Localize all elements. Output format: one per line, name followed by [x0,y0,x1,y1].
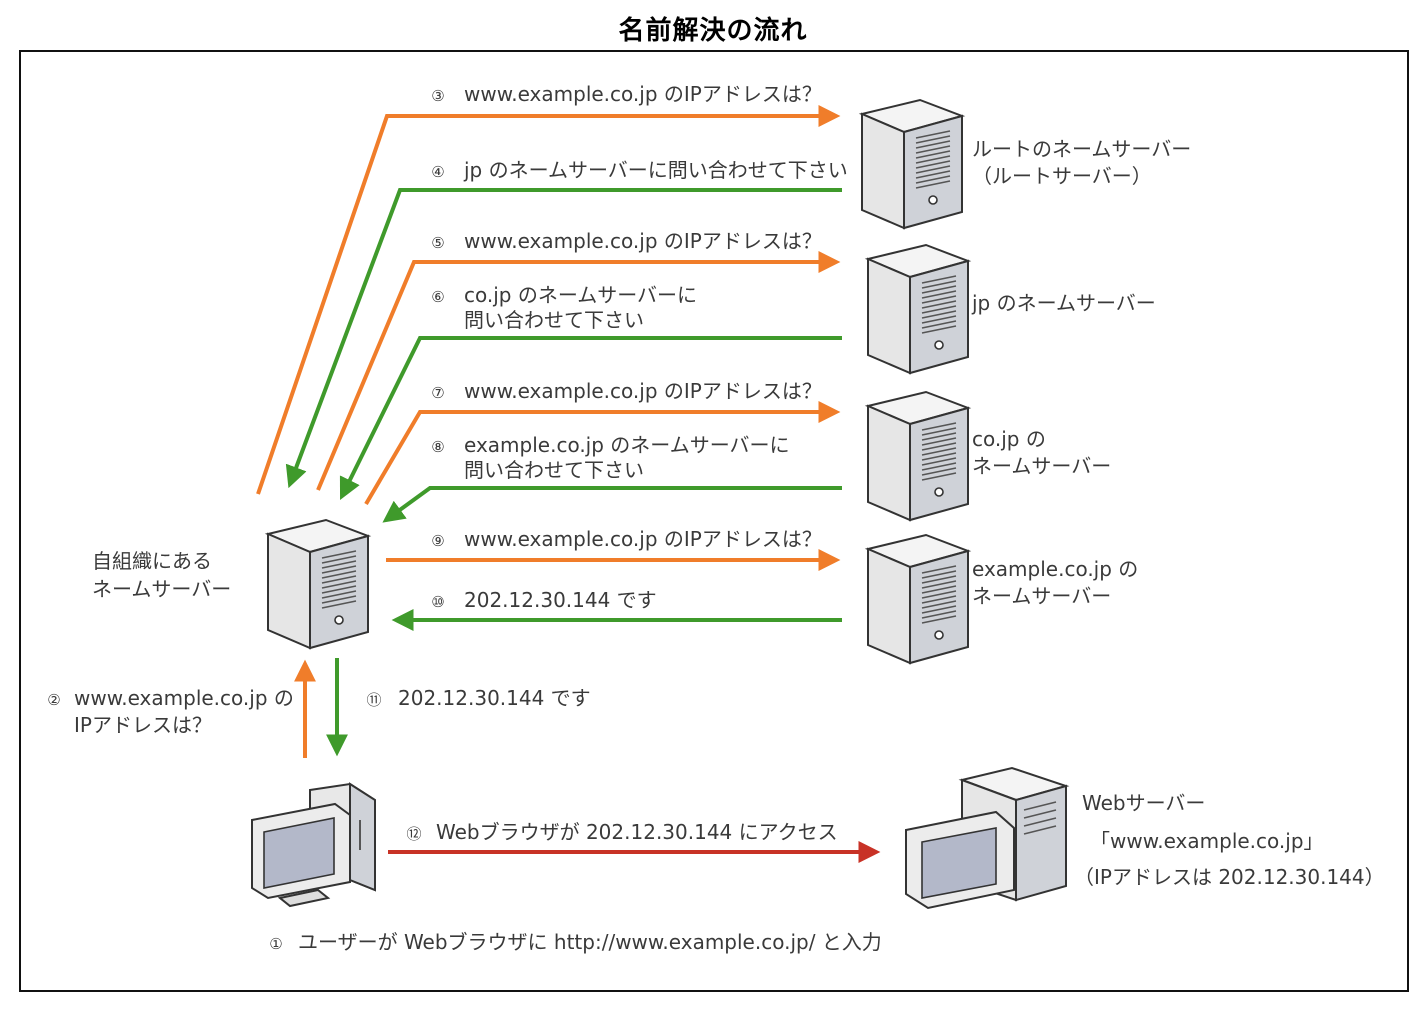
step-label: co.jp のネームサーバーに問い合わせて下さい [464,283,697,332]
step-label: 202.12.30.144 です [464,588,657,612]
step-10: ⑩ 202.12.30.144 です [431,588,656,612]
cojp-server-icon [867,391,969,521]
step-number: ⑦ [431,384,444,402]
web-server-icon [905,766,1070,910]
step-label: jp のネームサーバーに問い合わせて下さい [463,158,848,182]
step-7: ⑦ www.example.co.jp のIPアドレスは？ [431,379,822,403]
step-1: ① ユーザーが Webブラウザに http://www.example.co.j… [269,930,882,954]
step-label: www.example.co.jp のIPアドレスは？ [464,229,822,253]
arrow-8-reply-cojp [382,486,842,523]
arrow-7-query-cojp [364,401,841,506]
diagram-frame [19,50,1409,992]
arrow-5-query-jp [316,251,841,491]
jp-server-label: jp のネームサーバー [971,291,1156,315]
step-label: www.example.co.jp のIPアドレスは？ [464,527,822,551]
step-label: 202.12.30.144 です [398,686,591,710]
step-label: Webブラウザが 202.12.30.144 にアクセス [436,820,838,844]
arrow-3-query-root [256,105,841,495]
step-11: ⑪ 202.12.30.144 です [366,686,590,710]
step-number: ① [269,935,282,953]
step-number: ④ [431,163,444,181]
step-number: ⑨ [431,532,444,550]
step-label: ユーザーが Webブラウザに http://www.example.co.jp/… [298,930,882,954]
root-server-label: ルートのネームサーバー（ルートサーバー） [972,137,1191,188]
step-label: example.co.jp のネームサーバーに問い合わせて下さい [464,433,790,482]
diagram-title: 名前解決の流れ [618,16,808,46]
root-server-icon [861,99,963,229]
step-12: ⑫ Webブラウザが 202.12.30.144 にアクセス [406,820,837,844]
cojp-server-label: co.jp のネームサーバー [972,427,1111,478]
step-5: ⑤ www.example.co.jp のIPアドレスは？ [431,229,822,253]
local-server-icon [267,519,369,649]
step-6: ⑥ co.jp のネームサーバーに問い合わせて下さい [431,283,697,332]
jp-server-icon [867,244,969,374]
local-server-label: 自組織にあるネームサーバー [92,549,231,601]
example-server-label: example.co.jp のネームサーバー [972,557,1138,608]
step-label: www.example.co.jp のIPアドレスは？ [464,82,822,106]
step-number: ② [47,691,60,709]
step-4: ④ jp のネームサーバーに問い合わせて下さい [431,158,848,182]
step-number: ⑥ [431,288,444,306]
step-number: ③ [431,87,444,105]
user-pc-icon [251,782,376,908]
web-server-label: Webサーバー 「www.example.co.jp」 （IPアドレスは 202… [1074,791,1385,889]
step-3: ③ www.example.co.jp のIPアドレスは？ [431,82,822,106]
step-number: ⑪ [366,691,381,709]
example-server-icon [867,534,969,664]
step-number: ⑩ [431,593,444,611]
step-9: ⑨ www.example.co.jp のIPアドレスは？ [431,527,822,551]
step-label: www.example.co.jp のIPアドレスは？ [464,379,822,403]
step-number: ⑤ [431,234,444,252]
step-number: ⑫ [406,825,421,843]
step-8: ⑧ example.co.jp のネームサーバーに問い合わせて下さい [431,433,789,482]
arrow-4-reply-root [285,188,842,489]
arrow-6-reply-jp [339,336,842,500]
step-number: ⑧ [431,438,444,456]
